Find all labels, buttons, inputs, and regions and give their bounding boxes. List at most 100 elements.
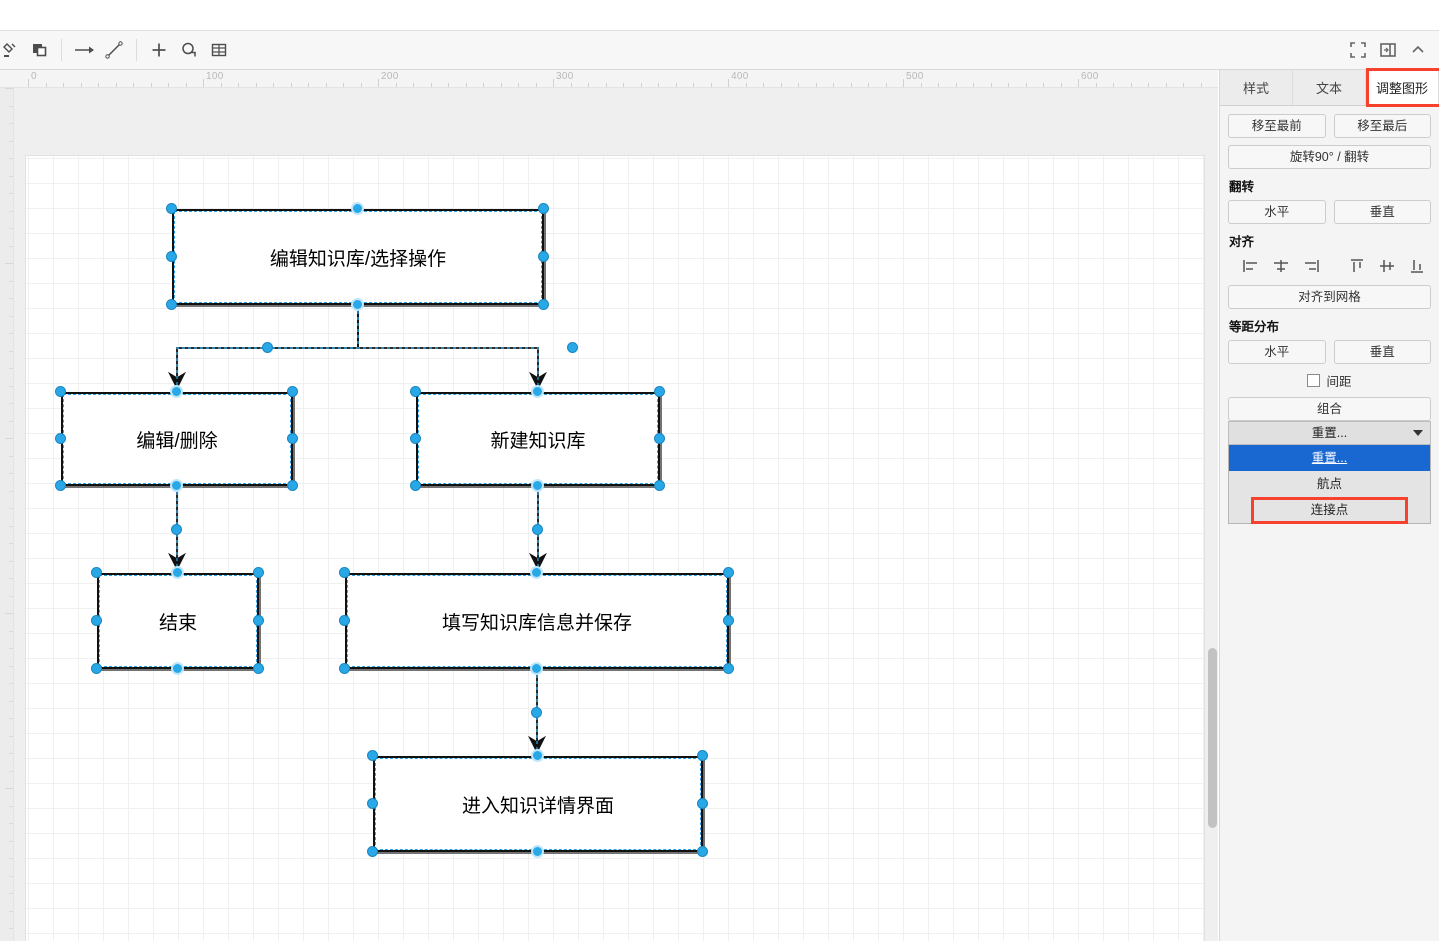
node-resize-handle[interactable]: [91, 567, 102, 578]
node-resize-handle[interactable]: [351, 298, 364, 311]
connector-waypoint-handle[interactable]: [531, 706, 542, 718]
collapse-toolbar-icon[interactable]: [1403, 35, 1433, 65]
node-resize-handle[interactable]: [697, 846, 708, 857]
distribute-horizontal-button[interactable]: 水平: [1228, 340, 1326, 364]
insert-table-icon[interactable]: [204, 35, 234, 65]
node-resize-handle[interactable]: [170, 479, 183, 492]
group-button[interactable]: 组合: [1228, 397, 1431, 421]
dropdown-option-waypoints[interactable]: 航点: [1316, 477, 1342, 491]
node-resize-handle[interactable]: [530, 566, 543, 579]
toggle-panel-icon[interactable]: [1373, 35, 1403, 65]
vertical-ruler[interactable]: [0, 88, 14, 941]
node-resize-handle[interactable]: [287, 386, 298, 397]
move-to-front-button[interactable]: 移至最前: [1228, 114, 1326, 138]
line-connector-icon[interactable]: [99, 35, 129, 65]
node-resize-handle[interactable]: [410, 480, 421, 491]
node-resize-handle[interactable]: [166, 299, 177, 310]
node-resize-handle[interactable]: [531, 749, 544, 762]
node-resize-handle[interactable]: [339, 663, 350, 674]
rotate-flip-button[interactable]: 旋转90° / 翻转: [1228, 145, 1431, 169]
dropdown-option-connection-points[interactable]: 连接点: [1229, 497, 1430, 524]
connector-edge[interactable]: [357, 305, 547, 390]
connector-waypoint-handle[interactable]: [532, 523, 543, 535]
node-resize-handle[interactable]: [538, 203, 549, 214]
arrow-connector-icon[interactable]: [69, 35, 99, 65]
flowchart-node[interactable]: 进入知识详情界面: [373, 756, 703, 852]
align-bottom-icon[interactable]: [1404, 255, 1430, 277]
node-resize-handle[interactable]: [531, 845, 544, 858]
node-resize-handle[interactable]: [697, 750, 708, 761]
insert-shape-icon[interactable]: [144, 35, 174, 65]
align-right-icon[interactable]: [1298, 255, 1324, 277]
distribute-vertical-button[interactable]: 垂直: [1333, 340, 1431, 364]
copy-style-icon[interactable]: [24, 35, 54, 65]
connector-waypoint-handle[interactable]: [567, 342, 578, 353]
node-resize-handle[interactable]: [654, 386, 665, 397]
node-resize-handle[interactable]: [166, 251, 177, 262]
tab-arrange[interactable]: 调整图形: [1366, 68, 1439, 107]
node-resize-handle[interactable]: [287, 480, 298, 491]
node-resize-handle[interactable]: [367, 846, 378, 857]
node-resize-handle[interactable]: [367, 750, 378, 761]
flip-vertical-button[interactable]: 垂直: [1333, 200, 1431, 224]
align-top-icon[interactable]: [1344, 255, 1370, 277]
tab-style[interactable]: 样式: [1220, 70, 1293, 105]
node-resize-handle[interactable]: [654, 480, 665, 491]
flip-horizontal-button[interactable]: 水平: [1228, 200, 1326, 224]
connector-edge[interactable]: [357, 305, 539, 388]
node-resize-handle[interactable]: [367, 798, 378, 809]
node-resize-handle[interactable]: [723, 663, 734, 674]
node-resize-handle[interactable]: [723, 615, 734, 626]
align-middle-icon[interactable]: [1374, 255, 1400, 277]
format-painter-icon[interactable]: [0, 35, 24, 65]
node-resize-handle[interactable]: [55, 386, 66, 397]
node-resize-handle[interactable]: [91, 663, 102, 674]
node-resize-handle[interactable]: [538, 251, 549, 262]
move-to-back-button[interactable]: 移至最后: [1333, 114, 1431, 138]
node-resize-handle[interactable]: [287, 433, 298, 444]
flowchart-node[interactable]: 编辑/删除: [61, 392, 293, 486]
node-resize-handle[interactable]: [171, 566, 184, 579]
insert-callout-icon[interactable]: [174, 35, 204, 65]
snap-to-grid-button[interactable]: 对齐到网格: [1228, 285, 1431, 309]
node-resize-handle[interactable]: [91, 615, 102, 626]
connector-waypoint-handle[interactable]: [262, 342, 273, 353]
node-resize-handle[interactable]: [55, 480, 66, 491]
align-left-icon[interactable]: [1238, 255, 1264, 277]
flowchart-node[interactable]: 结束: [97, 573, 259, 669]
node-resize-handle[interactable]: [351, 202, 364, 215]
node-resize-handle[interactable]: [339, 567, 350, 578]
node-resize-handle[interactable]: [531, 385, 544, 398]
node-resize-handle[interactable]: [253, 663, 264, 674]
node-resize-handle[interactable]: [531, 479, 544, 492]
canvas-area[interactable]: 编辑知识库/选择操作编辑/删除 新建知识库结束填写知识库信息并保存进入知识详情界面: [14, 88, 1218, 941]
node-resize-handle[interactable]: [697, 798, 708, 809]
node-resize-handle[interactable]: [530, 662, 543, 675]
node-resize-handle[interactable]: [339, 615, 350, 626]
node-resize-handle[interactable]: [654, 433, 665, 444]
reset-select[interactable]: 重置...: [1228, 421, 1431, 445]
node-resize-handle[interactable]: [410, 386, 421, 397]
dropdown-option-reset[interactable]: 重置...: [1229, 445, 1430, 471]
node-resize-handle[interactable]: [253, 615, 264, 626]
connector-waypoint-handle[interactable]: [171, 523, 182, 535]
tab-text[interactable]: 文本: [1293, 70, 1366, 105]
node-resize-handle[interactable]: [723, 567, 734, 578]
spacing-checkbox[interactable]: [1307, 374, 1321, 387]
node-resize-handle[interactable]: [538, 299, 549, 310]
ruler-tick: [80, 83, 82, 87]
flowchart-node[interactable]: 填写知识库信息并保存: [345, 573, 729, 669]
canvas-vertical-scrollbar[interactable]: [1208, 648, 1217, 828]
node-resize-handle[interactable]: [410, 433, 421, 444]
flowchart-node[interactable]: 编辑知识库/选择操作: [172, 209, 544, 305]
order-row: 移至最前 移至最后: [1228, 114, 1431, 138]
node-resize-handle[interactable]: [166, 203, 177, 214]
node-resize-handle[interactable]: [171, 662, 184, 675]
node-resize-handle[interactable]: [55, 433, 66, 444]
fullscreen-icon[interactable]: [1343, 35, 1373, 65]
node-resize-handle[interactable]: [253, 567, 264, 578]
flowchart-node[interactable]: 新建知识库: [416, 392, 660, 486]
node-resize-handle[interactable]: [170, 385, 183, 398]
align-center-icon[interactable]: [1268, 255, 1294, 277]
